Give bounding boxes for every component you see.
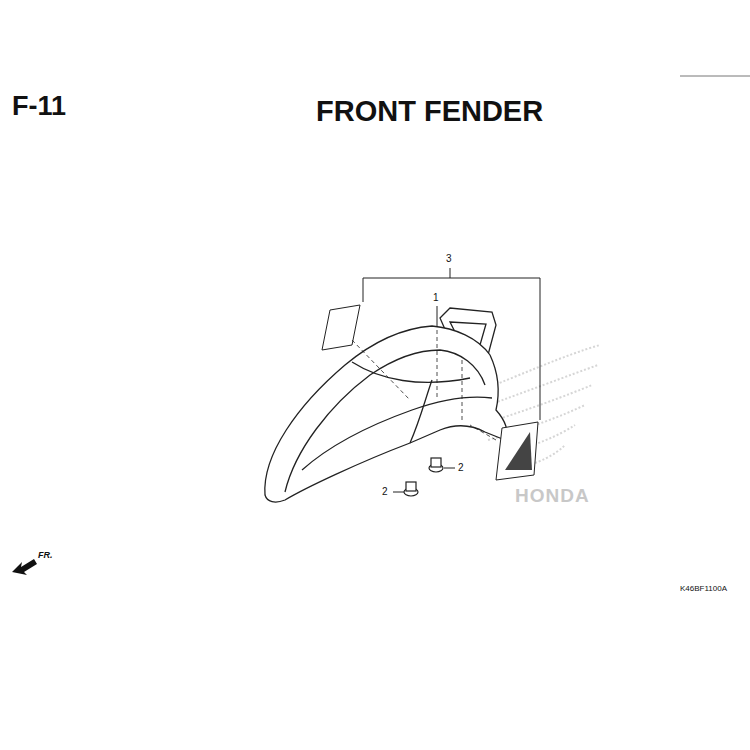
callout-number: 1 xyxy=(433,292,439,303)
watermark: HONDA xyxy=(515,486,590,507)
drawing-code: K46BF1100A xyxy=(680,585,727,594)
callout-number: 2 xyxy=(458,462,464,473)
page-code: F-11 xyxy=(12,92,66,122)
callout-number: 2 xyxy=(382,486,388,497)
diagram-title: FRONT FENDER xyxy=(316,96,543,128)
front-direction: FR. xyxy=(38,551,53,561)
callout-number: 3 xyxy=(446,253,452,264)
